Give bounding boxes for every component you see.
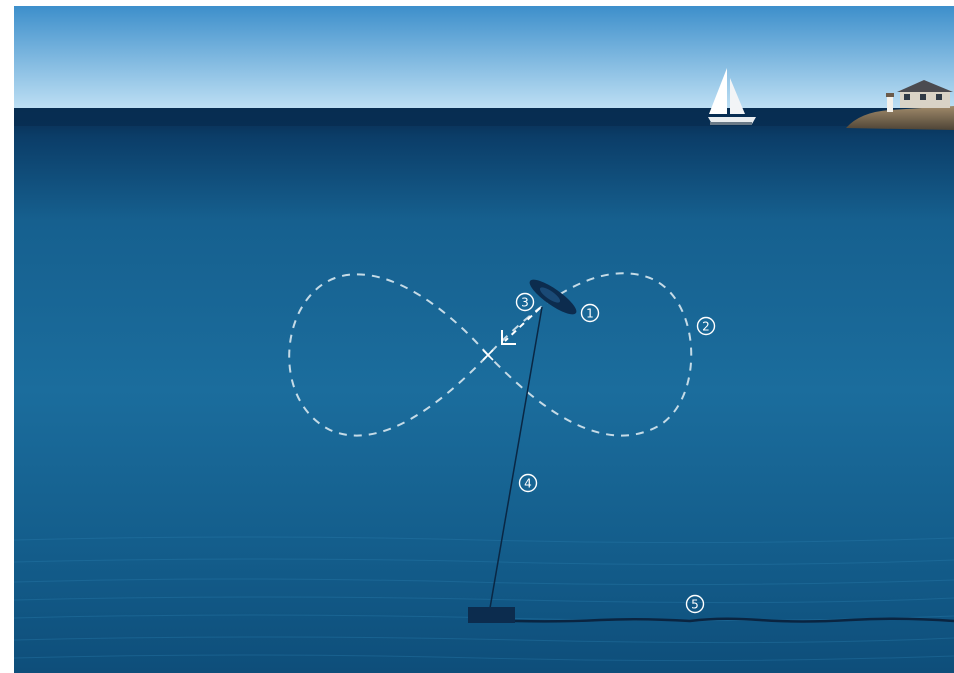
- sea: [14, 108, 954, 673]
- marker-5-label: 5: [691, 598, 699, 612]
- marker-1-label: 1: [586, 307, 594, 321]
- marker-2-label: 2: [702, 320, 710, 334]
- marker-4-label: 4: [524, 477, 532, 491]
- horizon-band: [14, 108, 954, 126]
- lighthouse-icon: [886, 93, 894, 112]
- sky: [14, 6, 954, 110]
- marker-3-label: 3: [521, 296, 529, 310]
- seabed-unit-icon: [468, 607, 515, 623]
